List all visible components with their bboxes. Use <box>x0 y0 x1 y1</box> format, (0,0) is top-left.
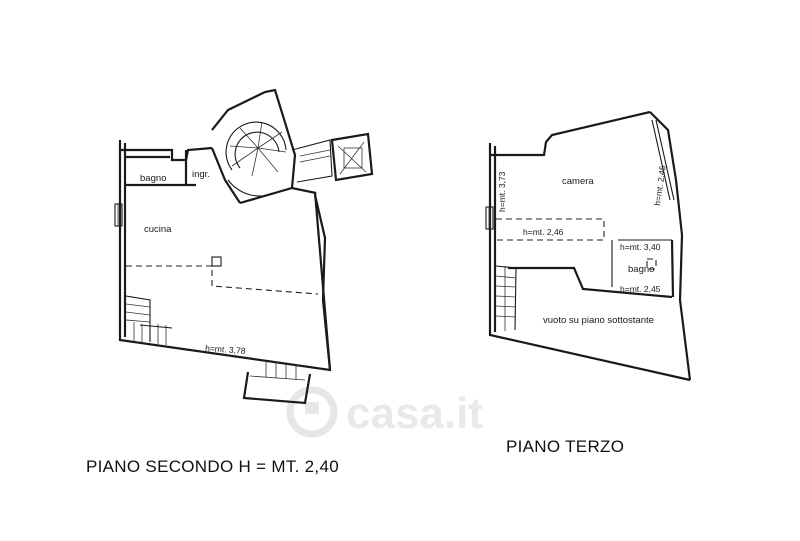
plan-second-spiral-stair <box>211 88 297 197</box>
plan-third-walls <box>485 110 692 382</box>
label-bagno-second: bagno <box>140 173 166 184</box>
plan-third-dashed-lines <box>496 218 657 270</box>
height-note-mid-beam: h=mt. 2,46 <box>523 227 564 237</box>
caption-piano-terzo: PIANO TERZO <box>506 437 624 456</box>
plan-second-balcony <box>242 362 312 405</box>
height-note-bath-bottom: h=mt. 2,45 <box>620 284 661 294</box>
watermark-logo-icon <box>286 386 338 438</box>
watermark-text: casa.it <box>346 389 483 438</box>
height-note-right-wall: h=mt. 2,45 <box>652 165 668 207</box>
plan-second-walls <box>114 140 332 372</box>
label-camera: camera <box>562 176 594 187</box>
label-cucina: cucina <box>144 224 172 235</box>
label-ingresso: ingr. <box>192 169 210 180</box>
height-note-bath-top: h=mt. 3,40 <box>620 242 661 252</box>
plan-third-floor: camera bagno vuoto su piano sottostante … <box>485 110 692 456</box>
height-note-left-wall: h=mt. 3,73 <box>497 171 507 212</box>
plan-third-stair <box>495 265 517 331</box>
label-bagno-third: bagno <box>628 264 654 275</box>
label-vuoto: vuoto su piano sottostante <box>543 315 654 326</box>
height-note-second: h=mt. 3,78 <box>205 343 246 356</box>
watermark: casa.it <box>286 386 483 438</box>
plan-second-floor: bagno ingr. cucina h=mt. 3,78 PIANO SECO… <box>86 88 374 476</box>
elevator-shaft-icon <box>330 132 374 182</box>
caption-piano-secondo: PIANO SECONDO H = MT. 2,40 <box>86 457 339 476</box>
plan-second-dashed-lines <box>126 256 319 295</box>
plan-third-partition <box>508 239 675 299</box>
plan-second-corridor <box>291 139 333 183</box>
plan-second-stair <box>125 295 173 345</box>
